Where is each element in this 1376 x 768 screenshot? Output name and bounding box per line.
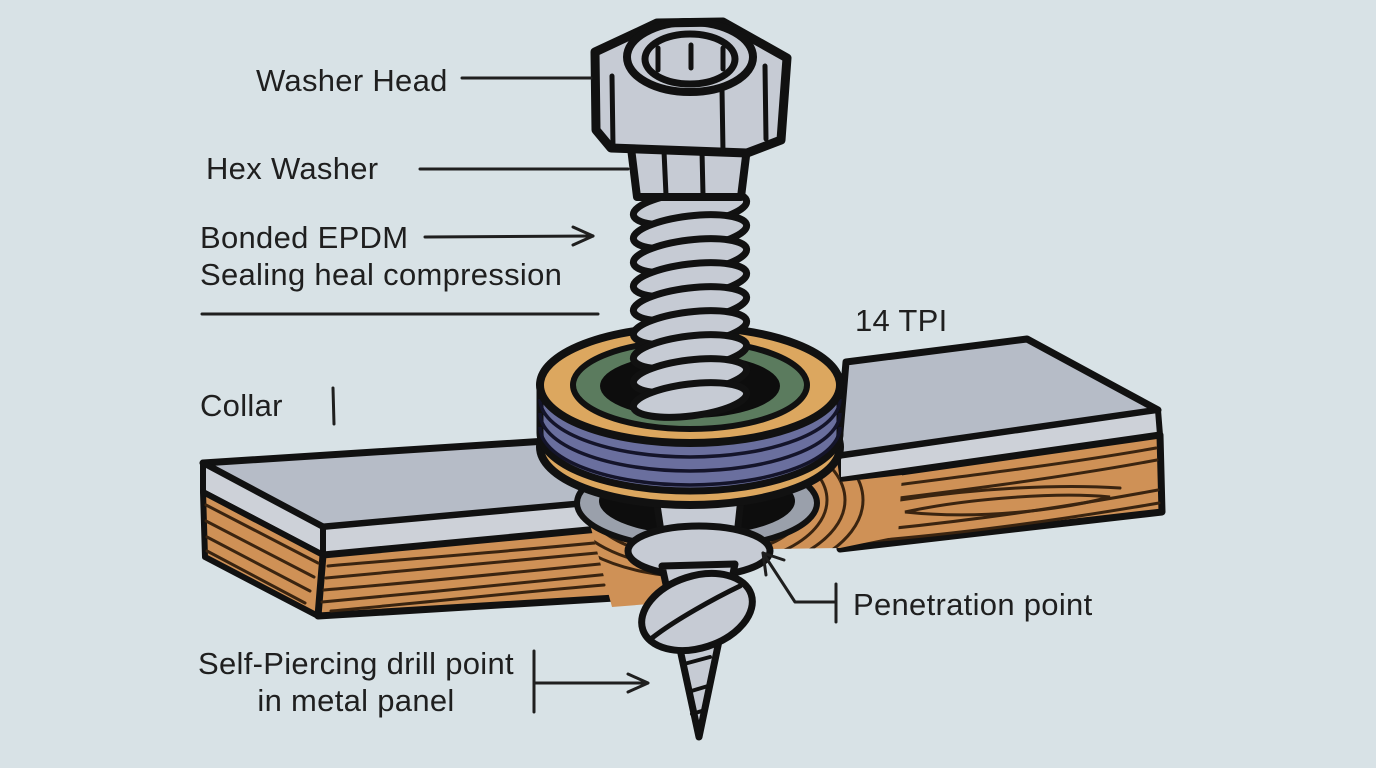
collar-tick [331,386,336,426]
head-flange [590,17,792,158]
label-14-tpi: 14 TPI [855,303,948,338]
label-self-piercing-line1: Self-Piercing drill point [198,646,514,681]
label-washer-head: Washer Head [256,63,448,98]
label-self-piercing-line2: in metal panel [257,682,455,718]
label-bonded-epdm-line2: Sealing heal compression [200,256,563,292]
penetration-point-leader [761,551,838,624]
label-hex-washer: Hex Washer [206,151,379,186]
head-recess [641,30,739,88]
label-bonded-epdm-line1: Bonded EPDM [200,220,409,255]
label-self-piercing: Self-Piercing drill point in metal panel [186,646,526,719]
label-bonded-epdm: Bonded EPDM Sealing heal compression [200,220,562,293]
drill-point-leader [532,649,650,714]
head-top-rim [623,18,757,96]
label-penetration-point: Penetration point [853,587,1093,622]
bonded-epdm-arrow [423,225,595,247]
drill-point [624,494,774,741]
left-panel-grain [204,503,647,613]
right-panel [834,335,1166,553]
label-collar: Collar [200,388,283,423]
hex-washer-head [590,17,792,201]
